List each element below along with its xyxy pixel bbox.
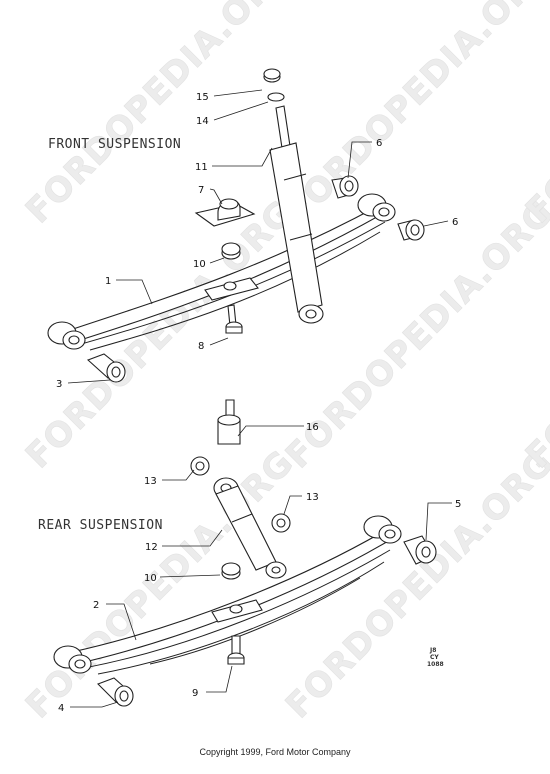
part-6-bush-upper <box>331 175 359 199</box>
callout-12: 12 <box>145 542 158 553</box>
callout-2: 2 <box>93 600 99 611</box>
callout-13b: 13 <box>306 492 319 503</box>
callout-6a: 6 <box>376 138 382 149</box>
front-leaf-spring <box>47 193 396 351</box>
callout-6b: 6 <box>452 217 458 228</box>
part-8-bolt <box>225 304 243 334</box>
part-10-nut-rear <box>221 562 241 580</box>
callout-10a: 10 <box>193 259 206 270</box>
drawing-code-line-1: J8 <box>429 647 436 654</box>
front-suspension-title: FRONT SUSPENSION <box>48 137 181 152</box>
part-13-bush-right <box>271 513 291 533</box>
rear-leaf-spring <box>53 515 402 675</box>
part-16-stud <box>217 399 241 445</box>
watermark-5: FORDOPEDIA.ORG <box>18 443 302 727</box>
callout-8: 8 <box>198 341 204 352</box>
callout-9: 9 <box>192 688 198 699</box>
callout-14: 14 <box>196 116 209 127</box>
watermark-7: FORDOPEDIA.ORG <box>518 0 550 231</box>
part-3-bush <box>86 353 126 383</box>
callout-11: 11 <box>195 162 208 173</box>
part-4-bush <box>97 677 134 707</box>
callout-4: 4 <box>58 703 64 714</box>
part-5-bush <box>403 535 437 565</box>
part-6-bush-lower <box>397 219 425 241</box>
part-13-bush-left <box>190 456 210 476</box>
part-15-nut <box>263 68 281 83</box>
callout-5: 5 <box>455 499 461 510</box>
watermark-6: FORDOPEDIA.ORG <box>278 443 550 727</box>
callout-leaders <box>67 89 452 708</box>
front-shock-absorber <box>269 105 324 324</box>
callout-16: 16 <box>306 422 319 433</box>
copyright-notice: Copyright 1999, Ford Motor Company <box>199 747 351 757</box>
callout-15: 15 <box>196 92 209 103</box>
callout-3: 3 <box>56 379 62 390</box>
callout-7: 7 <box>198 185 204 196</box>
callout-13a: 13 <box>144 476 157 487</box>
part-10-nut-front <box>221 242 241 260</box>
part-9-bolt <box>227 635 245 665</box>
rear-suspension-title: REAR SUSPENSION <box>38 518 163 533</box>
drawing-code: J8 CY 1088 <box>427 647 444 668</box>
callout-10b: 10 <box>144 573 157 584</box>
part-7-mount <box>194 198 256 227</box>
callout-1: 1 <box>105 276 111 287</box>
part-14-washer <box>267 92 285 102</box>
drawing-code-line-3: 1088 <box>427 661 444 668</box>
drawing-code-line-2: CY <box>430 654 439 661</box>
watermark-1: FORDOPEDIA.ORG <box>18 0 302 231</box>
watermark-2: FORDOPEDIA.ORG <box>278 0 550 231</box>
rear-shock-absorber <box>213 477 287 579</box>
